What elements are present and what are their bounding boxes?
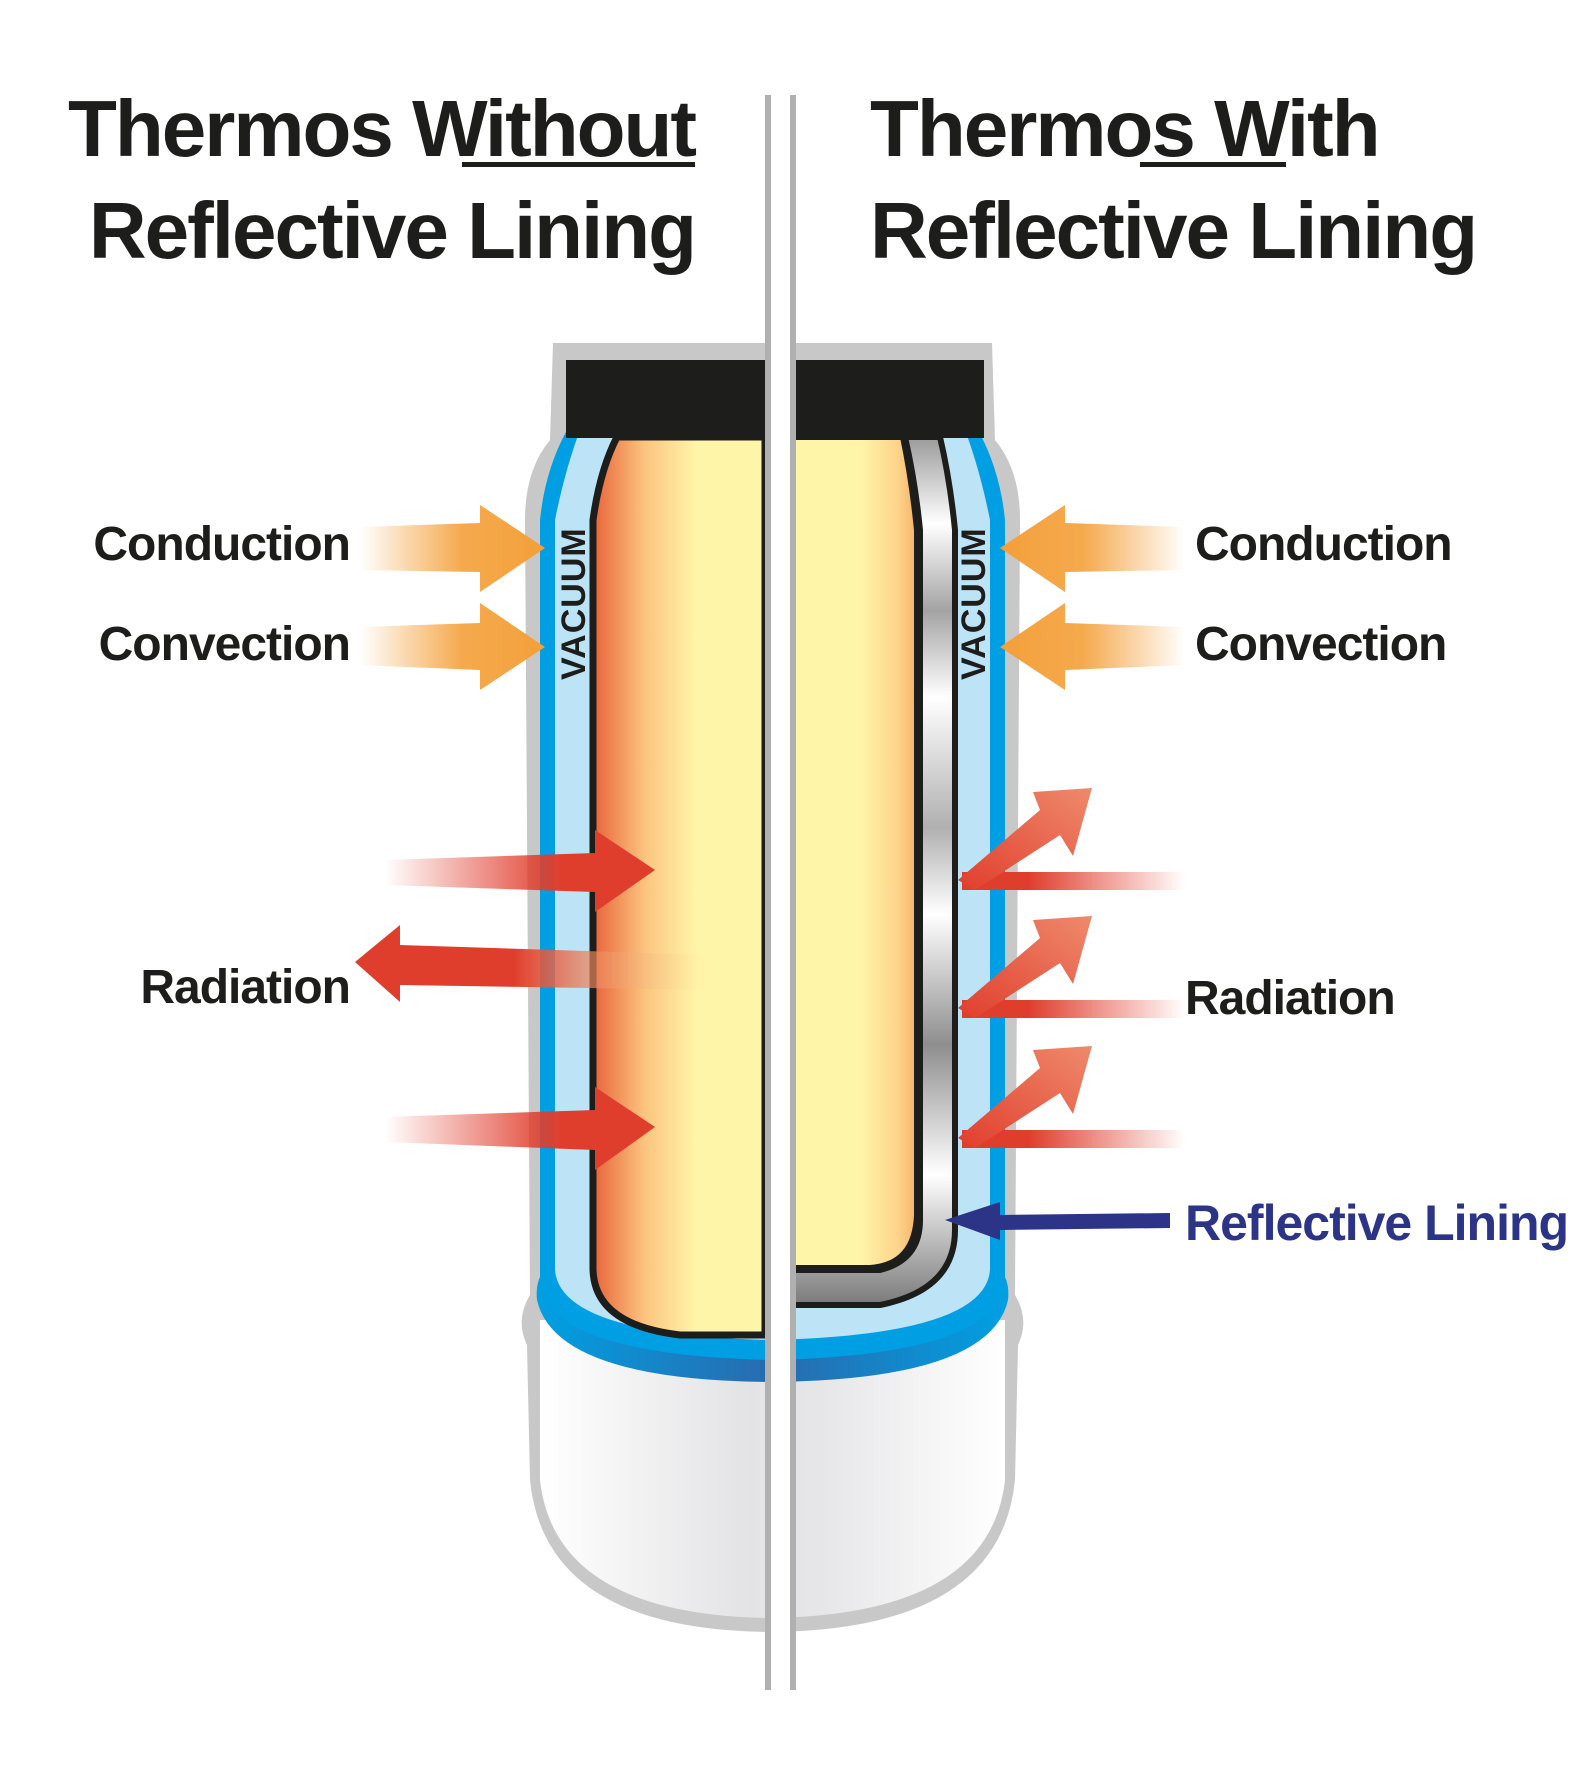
left-title-underline [462,162,695,167]
reflective-lining-pointer-arrow [945,1202,1170,1240]
right-conduction-label: Conduction [1195,518,1452,571]
center-divider-left [765,95,771,1690]
right-title-underline [1140,162,1286,167]
left-convection-arrow [360,603,545,690]
left-conduction-label: Conduction [93,518,350,571]
left-radiation-arrow-out [355,925,710,1002]
left-radiation-label: Radiation [140,961,350,1014]
left-title-line1: Thermos Without [68,84,696,173]
left-radiation-arrow-in-top [385,830,655,912]
left-conduction-arrow [360,505,545,592]
right-convection-label: Convection [1195,618,1446,671]
center-gap [771,95,790,1690]
right-title-line2: Reflective Lining [870,186,1476,275]
right-title: Thermos With Reflective Lining [870,84,1478,275]
reflective-lining-label: Reflective Lining [1185,1195,1568,1251]
left-inner-container [589,433,769,1339]
left-radiation-arrow-in-bottom [385,1087,655,1170]
right-radiation-reflection-3 [958,1046,1185,1148]
right-radiation-reflection-2 [958,916,1185,1018]
right-title-line1: Thermos With [870,84,1379,173]
left-title: Thermos Without Reflective Lining [68,84,698,275]
left-convection-label: Convection [99,618,350,671]
left-vacuum-label: VACUUM [555,527,593,680]
right-radiation-reflection-1 [958,788,1185,890]
right-conduction-arrow [1000,505,1185,592]
center-divider-right [790,95,796,1690]
right-convection-arrow [1000,603,1185,690]
right-inner-container [787,434,920,1271]
left-title-line2: Reflective Lining [89,186,695,275]
right-vacuum-label: VACUUM [955,527,993,680]
right-radiation-label: Radiation [1185,972,1395,1025]
